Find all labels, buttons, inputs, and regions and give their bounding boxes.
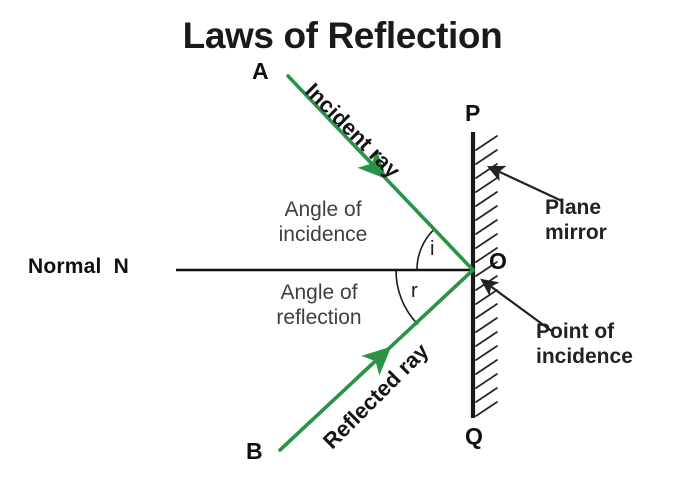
label-point-q: Q [465, 423, 483, 449]
label-point-o: O [489, 248, 507, 274]
label-point-b: B [246, 438, 263, 464]
page-title: Laws of Reflection [182, 15, 503, 56]
label-normal: Normal N [28, 255, 129, 278]
reflected-ray-arrow [355, 346, 392, 380]
label-point-of-incidence: Point of incidence [536, 320, 633, 368]
label-angle-of-reflection: Angle of reflection [276, 281, 362, 329]
label-point-a: A [252, 58, 269, 84]
label-point-p: P [465, 100, 481, 126]
angle-arc-r [395, 269, 419, 326]
label-angle-r: r [411, 280, 418, 302]
label-angle-of-incidence: Angle of incidence [278, 198, 368, 246]
point-of-incidence-leader [480, 278, 554, 333]
angle-arc-i [416, 229, 434, 271]
label-plane-mirror: Plane mirror [545, 196, 607, 244]
plane-mirror-leader [487, 165, 563, 202]
label-angle-i: i [430, 238, 435, 260]
incident-ray-arrow [353, 144, 387, 180]
mirror-hatching [475, 135, 498, 417]
